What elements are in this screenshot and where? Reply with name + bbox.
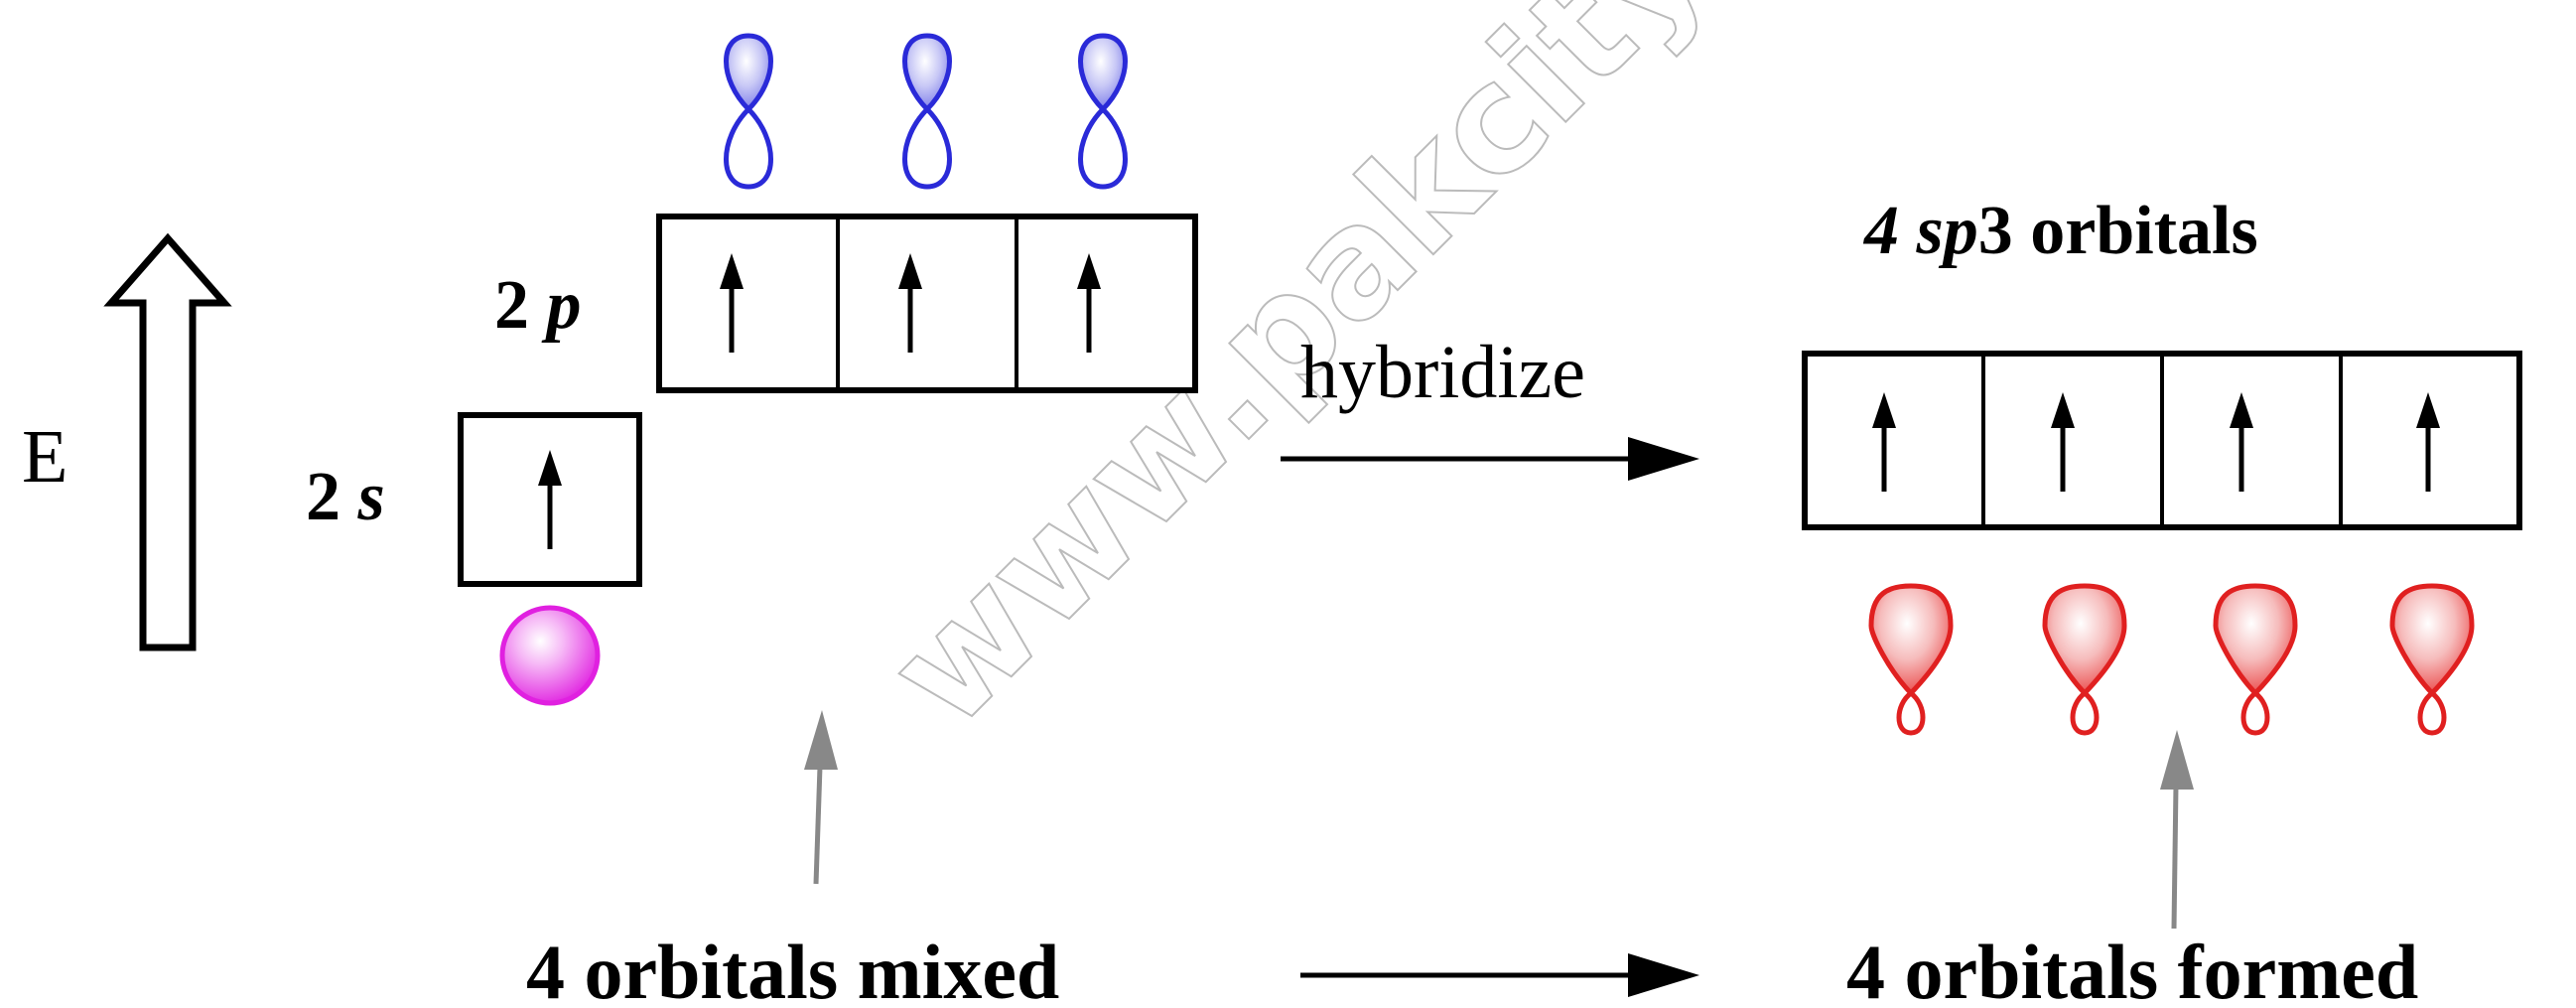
caption-orbitals-mixed: 4 orbitals mixed bbox=[526, 929, 1059, 1008]
hybridize-label: hybridize bbox=[1300, 331, 1585, 414]
level-2s: 2 s bbox=[306, 412, 642, 706]
p-orbital-icon bbox=[724, 33, 773, 190]
spin-arrow-up-icon bbox=[2051, 392, 2075, 492]
mixed-to-formed-arrow-icon bbox=[1300, 953, 1699, 997]
pointer-arrow-formed-icon bbox=[2160, 730, 2194, 930]
level-2p: 2 p bbox=[494, 33, 1198, 393]
level-2p-label: 2 p bbox=[494, 267, 582, 344]
spin-arrow-up-icon bbox=[1077, 253, 1101, 353]
sp3-orbital-icon bbox=[2042, 583, 2127, 736]
spin-arrow-up-icon bbox=[538, 450, 562, 549]
hybridize-process: hybridize bbox=[1281, 331, 1699, 481]
energy-label: E bbox=[22, 415, 68, 499]
sp3-title: 4 sp3 orbitals bbox=[1862, 193, 2258, 269]
energy-arrow-icon bbox=[103, 232, 232, 651]
p-orbital-icon bbox=[902, 33, 952, 190]
hybridize-arrowhead-icon bbox=[1628, 437, 1699, 481]
orbital-box-2p bbox=[656, 214, 1198, 393]
sp3-level: 4 sp3 orbitals bbox=[1802, 193, 2522, 736]
spin-arrow-up-icon bbox=[720, 253, 744, 353]
caption-orbitals-formed: 4 orbitals formed bbox=[1846, 929, 2418, 1008]
spin-arrow-up-icon bbox=[2416, 392, 2440, 492]
p-orbital-icon bbox=[1078, 33, 1128, 190]
spin-arrow-up-icon bbox=[1872, 392, 1896, 492]
orbital-box-2s bbox=[458, 412, 642, 587]
energy-axis: E bbox=[22, 232, 232, 651]
spin-arrow-up-icon bbox=[2230, 392, 2253, 492]
sp3-orbital-icon bbox=[2213, 583, 2298, 736]
s-orbital-icon bbox=[499, 605, 601, 706]
sp3-orbital-icon bbox=[2389, 583, 2475, 736]
spin-arrow-up-icon bbox=[898, 253, 922, 353]
level-2s-label: 2 s bbox=[306, 459, 385, 535]
sp3-orbital-icon bbox=[1868, 583, 1954, 736]
pointer-arrow-mixed-icon bbox=[804, 710, 838, 885]
